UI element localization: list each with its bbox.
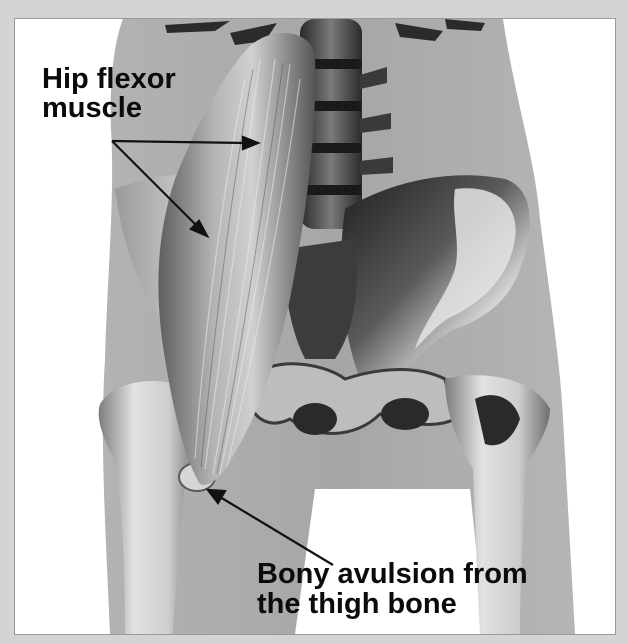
avulsion-label: Bony avulsion from the thigh bone	[257, 559, 528, 620]
hip-flexor-label-line1: Hip flexor	[42, 65, 176, 94]
hip-flexor-label-line2: muscle	[42, 94, 176, 123]
anatomy-illustration-panel: Hip flexor muscle Bony avulsion from the…	[14, 18, 616, 635]
obturator-foramen-left	[293, 403, 337, 435]
hip-flexor-label: Hip flexor muscle	[42, 65, 176, 123]
obturator-foramen-right	[381, 398, 429, 430]
avulsion-label-line1: Bony avulsion from	[257, 559, 528, 589]
avulsion-label-line2: the thigh bone	[257, 589, 528, 619]
